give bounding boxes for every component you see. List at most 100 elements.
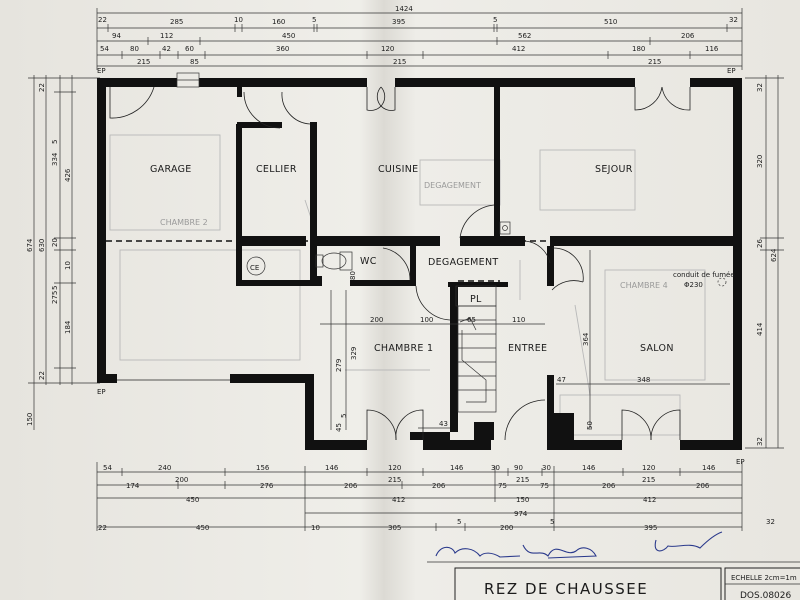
- dim-top-r2-1: 112: [160, 32, 173, 40]
- chimney-label: conduit de fumée: [673, 271, 735, 279]
- dim-bot-r1-0: 54: [103, 464, 112, 472]
- dim-top-r3-1: 80: [130, 45, 139, 53]
- dim-left-8: 275: [51, 291, 59, 304]
- room-label-cellier: CELLIER: [256, 164, 297, 175]
- dim-bot-r3-2: 150: [516, 496, 529, 504]
- dim-top-r1-6: 5: [493, 16, 497, 24]
- dim-top-r1-1: 285: [170, 18, 183, 26]
- ce-boiler-icon: [246, 256, 266, 276]
- dim-inner-6: 329: [350, 347, 358, 360]
- room-label-sejour: SEJOUR: [595, 164, 633, 175]
- dim-top-r1-3: 160: [272, 18, 285, 26]
- dim-right-2: 26: [756, 239, 764, 248]
- dim-bot-r3-3: 412: [643, 496, 656, 504]
- dim-top-r4-2: 215: [393, 58, 406, 66]
- dim-inner-11: 43: [439, 420, 448, 428]
- dim-top-r2-3: 562: [518, 32, 531, 40]
- dimension-lines-top: [96, 8, 743, 70]
- room-label-salon: SALON: [640, 343, 674, 354]
- dim-bot-r2-0: 174: [126, 482, 140, 490]
- dim-bot-r1-1: 240: [158, 464, 171, 472]
- dim-right-4: 414: [756, 322, 764, 336]
- dim-right-5: 32: [756, 437, 764, 446]
- dim-top-r3-5: 120: [381, 45, 394, 53]
- dim-top-r4-3: 215: [648, 58, 661, 66]
- chimney-diameter: Φ230: [684, 281, 703, 289]
- dim-left-5: 5: [51, 140, 59, 144]
- dashed-projection-lines: [106, 240, 733, 282]
- dim-inner-5: 279: [335, 359, 343, 372]
- wc-fixtures: [315, 251, 353, 271]
- dim-top-r1-0: 22: [98, 16, 107, 24]
- dim-top-r4-1: 85: [190, 58, 199, 66]
- dim-bot-r1-6: 30: [491, 464, 500, 472]
- kitchen-drain-icon: [499, 221, 511, 235]
- dim-bot-r5-5: 200: [500, 524, 513, 532]
- plan-dossier: DOS.08026: [740, 591, 791, 600]
- room-label-entree: ENTREE: [508, 343, 547, 354]
- ghost-label-chambre4: CHAMBRE 4: [620, 281, 668, 290]
- show-through-lines: [109, 134, 706, 436]
- dim-top-r3-2: 42: [162, 45, 171, 53]
- dim-bot-r5-8: 32: [766, 518, 775, 526]
- dim-inner-8: 348: [637, 376, 650, 384]
- dim-bot-r1-4: 120: [388, 464, 401, 472]
- dim-right-0: 32: [756, 83, 764, 92]
- ghost-label-degagement: DEGAGEMENT: [424, 181, 481, 190]
- dim-bot-r4-0: 974: [514, 510, 528, 518]
- room-label-wc: WC: [360, 256, 377, 267]
- dim-bot-r5-0: 22: [98, 524, 107, 532]
- dim-bot-r5-1: 450: [196, 524, 209, 532]
- dim-left-6: 20: [51, 238, 59, 247]
- dim-top-r2-0: 94: [112, 32, 121, 40]
- title-block: [427, 561, 800, 600]
- dim-bot-r1-7: 90: [514, 464, 523, 472]
- dim-bot-r3-0: 450: [186, 496, 199, 504]
- room-label-ce: CE: [250, 264, 259, 272]
- dim-bot-r2-8: 75: [540, 482, 549, 490]
- dim-bot-r5-6: 5: [550, 518, 554, 526]
- room-label-garage: GARAGE: [150, 164, 192, 175]
- dim-left-3: 426: [64, 168, 72, 182]
- dim-left-2: 630: [38, 239, 46, 252]
- room-label-degagement: DEGAGEMENT: [428, 257, 498, 268]
- dim-bot-r3-1: 412: [392, 496, 405, 504]
- dim-bot-r1-5: 146: [450, 464, 464, 472]
- dim-inner-13: 80: [349, 271, 357, 280]
- ghost-label-chambre2: CHAMBRE 2: [160, 218, 208, 227]
- interior-dimension-lines: [320, 250, 730, 430]
- ep-marker-bottom-left: EP: [97, 388, 106, 396]
- dim-top-r3-0: 54: [100, 45, 109, 53]
- dim-left-7: 10: [64, 261, 72, 270]
- dim-top-r3-7: 180: [632, 45, 645, 53]
- dim-bot-r2-11: 206: [696, 482, 710, 490]
- ep-marker-bottom-right: EP: [736, 458, 745, 466]
- dim-bot-r2-9: 206: [602, 482, 616, 490]
- dim-left-0: 22: [38, 83, 46, 92]
- dim-bot-r5-3: 305: [388, 524, 401, 532]
- dim-top-r3-6: 412: [512, 45, 525, 53]
- dim-left-11: 22: [38, 371, 46, 380]
- dim-top-r1-4: 5: [312, 16, 316, 24]
- dim-top-r4-0: 215: [137, 58, 150, 66]
- dim-inner-10: 5: [340, 414, 348, 418]
- doors: [109, 86, 691, 441]
- dim-bot-r1-9: 146: [582, 464, 596, 472]
- dim-left-9: 5: [51, 286, 59, 290]
- dim-bot-r2-6: 75: [498, 482, 507, 490]
- dim-bot-r1-8: 30: [542, 464, 551, 472]
- dim-left-4: 334: [51, 152, 59, 166]
- dim-right-3: 624: [770, 248, 778, 262]
- dim-bot-r2-2: 276: [260, 482, 274, 490]
- dim-top-r3-8: 116: [705, 45, 719, 53]
- room-label-chambre1: CHAMBRE 1: [374, 343, 433, 354]
- dim-top-r1-7: 510: [604, 18, 617, 26]
- dimension-lines-left: [28, 75, 100, 430]
- dim-inner-3: 110: [512, 316, 525, 324]
- dimension-lines-bottom: [96, 462, 743, 531]
- dim-right-1: 320: [756, 155, 764, 168]
- chimney-icon: [717, 277, 727, 287]
- dim-top-r3-3: 60: [185, 45, 194, 53]
